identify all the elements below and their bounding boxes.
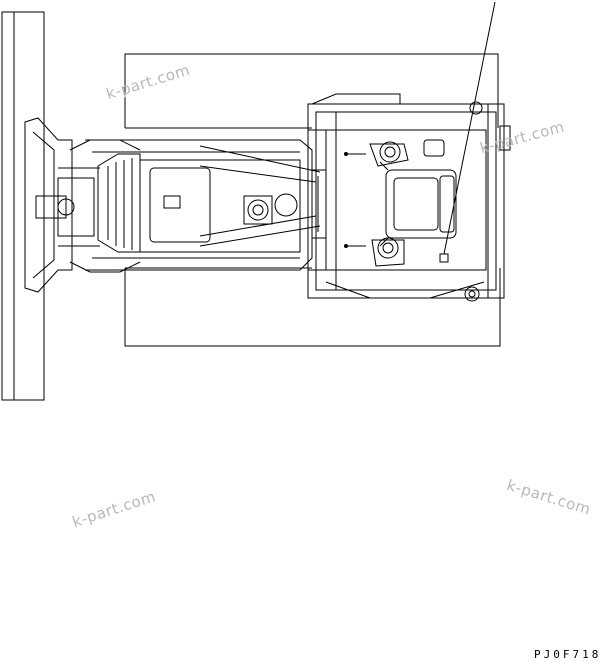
engine-hood xyxy=(85,139,321,271)
blade-push-frame xyxy=(24,117,141,293)
leader-line xyxy=(443,1,496,255)
tracks xyxy=(124,53,501,347)
operator-cab xyxy=(307,93,511,302)
right-control-lever xyxy=(371,237,405,267)
front-blade xyxy=(1,11,45,401)
left-control-lever xyxy=(369,141,409,167)
operator-seat xyxy=(379,161,457,247)
drawing-code: PJ0F718 xyxy=(534,648,602,661)
